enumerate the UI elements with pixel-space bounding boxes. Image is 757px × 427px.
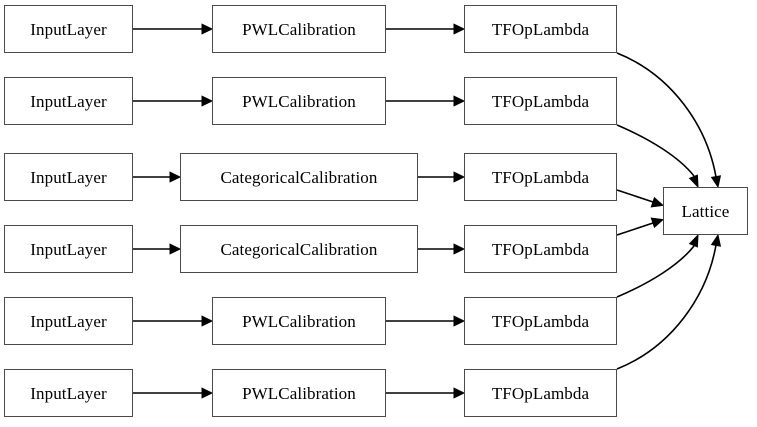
edge-calibration-to-lambda-row6 xyxy=(386,387,466,399)
node-label: InputLayer xyxy=(30,167,107,187)
node-label: CategoricalCalibration xyxy=(220,167,378,187)
node-tfoplambda-2[interactable]: TFOpLambda xyxy=(464,77,617,125)
node-input-layer-5[interactable]: InputLayer xyxy=(4,297,133,345)
node-input-layer-6[interactable]: InputLayer xyxy=(4,369,133,417)
edge-input-to-calibration-row6 xyxy=(133,387,214,399)
node-label: PWLCalibration xyxy=(242,311,356,331)
node-tfoplambda-1[interactable]: TFOpLambda xyxy=(464,5,617,53)
node-input-layer-3[interactable]: InputLayer xyxy=(4,153,133,201)
node-label: TFOpLambda xyxy=(491,19,590,39)
node-label: InputLayer xyxy=(30,91,107,111)
node-label: TFOpLambda xyxy=(491,167,590,187)
node-label: TFOpLambda xyxy=(491,91,590,111)
node-tfoplambda-4[interactable]: TFOpLambda xyxy=(464,225,617,273)
edge-input-to-calibration-row5 xyxy=(133,315,214,327)
node-label: TFOpLambda xyxy=(491,383,590,403)
edge-input-to-calibration-row1 xyxy=(133,23,214,35)
edge-calibration-to-lambda-row5 xyxy=(386,315,466,327)
node-categorical-calibration-4[interactable]: CategoricalCalibration xyxy=(180,225,418,273)
node-label: InputLayer xyxy=(30,239,107,259)
edge-input-to-calibration-row4 xyxy=(133,243,182,255)
node-tfoplambda-5[interactable]: TFOpLambda xyxy=(464,297,617,345)
node-tfoplambda-6[interactable]: TFOpLambda xyxy=(464,369,617,417)
edge-lambda-to-lattice-row2 xyxy=(616,124,699,189)
node-input-layer-2[interactable]: InputLayer xyxy=(4,77,133,125)
edge-input-to-calibration-row3 xyxy=(133,171,182,183)
node-lattice[interactable]: Lattice xyxy=(663,187,748,235)
node-pwl-calibration-1[interactable]: PWLCalibration xyxy=(212,5,386,53)
node-pwl-calibration-2[interactable]: PWLCalibration xyxy=(212,77,386,125)
edge-lambda-to-lattice-row5 xyxy=(616,233,699,298)
node-tfoplambda-3[interactable]: TFOpLambda xyxy=(464,153,617,201)
node-label: TFOpLambda xyxy=(491,239,590,259)
node-label: PWLCalibration xyxy=(242,91,356,111)
edge-calibration-to-lambda-row3 xyxy=(418,171,466,183)
edge-calibration-to-lambda-row1 xyxy=(386,23,466,35)
node-categorical-calibration-3[interactable]: CategoricalCalibration xyxy=(180,153,418,201)
node-label: CategoricalCalibration xyxy=(220,239,378,259)
node-label: Lattice xyxy=(681,201,730,221)
node-label: PWLCalibration xyxy=(242,19,356,39)
node-label: InputLayer xyxy=(30,311,107,331)
node-pwl-calibration-6[interactable]: PWLCalibration xyxy=(212,369,386,417)
edge-lambda-to-lattice-row3 xyxy=(616,189,665,208)
edge-lambda-to-lattice-row6 xyxy=(616,233,722,370)
edge-input-to-calibration-row2 xyxy=(133,95,214,107)
node-input-layer-1[interactable]: InputLayer xyxy=(4,5,133,53)
node-label: InputLayer xyxy=(30,19,107,39)
node-pwl-calibration-5[interactable]: PWLCalibration xyxy=(212,297,386,345)
node-label: TFOpLambda xyxy=(491,311,590,331)
edge-calibration-to-lambda-row4 xyxy=(418,243,466,255)
edge-lambda-to-lattice-row4 xyxy=(616,217,665,236)
edge-calibration-to-lambda-row2 xyxy=(386,95,466,107)
edge-lambda-to-lattice-row1 xyxy=(616,52,722,189)
node-input-layer-4[interactable]: InputLayer xyxy=(4,225,133,273)
node-label: PWLCalibration xyxy=(242,383,356,403)
node-label: InputLayer xyxy=(30,383,107,403)
